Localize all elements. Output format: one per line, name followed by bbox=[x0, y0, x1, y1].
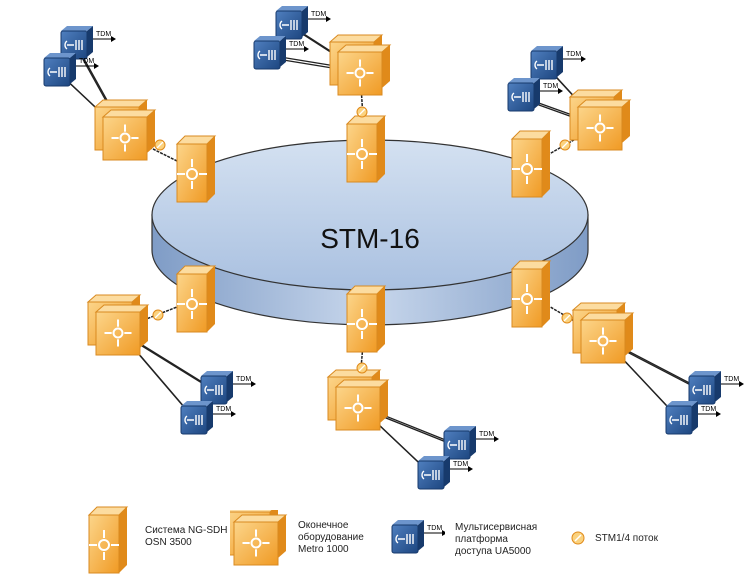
ua5000-bottom-left-2: TDM bbox=[180, 401, 236, 435]
ua5000-bottom-2: TDM bbox=[417, 456, 473, 490]
metro1000-top-left bbox=[93, 99, 157, 161]
tdm-label: TDM bbox=[311, 11, 326, 18]
tdm-label: TDM bbox=[236, 376, 251, 383]
ua5000-top-1: TDM bbox=[275, 6, 331, 40]
stm-stream-icon bbox=[561, 312, 573, 324]
ua5000-bottom-left-1: TDM bbox=[200, 371, 256, 405]
osn3500-bottom-left bbox=[175, 265, 217, 333]
metro1000-bottom-right bbox=[571, 302, 635, 364]
legend-stm-icon bbox=[571, 531, 585, 545]
stm-stream-icon bbox=[154, 139, 166, 151]
legend-metro-label: Оконечное оборудование Metro 1000 bbox=[298, 520, 364, 555]
tdm-label: TDM bbox=[216, 406, 231, 413]
tdm-label: TDM bbox=[79, 58, 94, 65]
stm-stream-icon bbox=[356, 362, 368, 374]
tdm-label: TDM bbox=[453, 461, 468, 468]
ring-label: STM-16 bbox=[320, 223, 420, 254]
legend-ua5000-icon: TDM bbox=[391, 520, 445, 554]
legend-stm-label: STM1/4 поток bbox=[595, 533, 658, 544]
ua5000-top-right-1: TDM bbox=[530, 46, 586, 80]
tdm-label: TDM bbox=[96, 31, 111, 38]
ua5000-top-left-2: TDM bbox=[43, 53, 99, 87]
osn3500-top-left bbox=[175, 135, 217, 203]
legend-metro-icon bbox=[230, 510, 288, 566]
tdm-label: TDM bbox=[289, 41, 304, 48]
ua5000-top-right-2: TDM bbox=[507, 78, 563, 112]
ua5000-bottom-right-2: TDM bbox=[665, 401, 721, 435]
ua5000-bottom-right-1: TDM bbox=[688, 371, 744, 405]
ua5000-top-2: TDM bbox=[253, 36, 309, 70]
tdm-label: TDM bbox=[566, 51, 581, 58]
metro1000-bottom bbox=[326, 369, 390, 431]
tdm-label: TDM bbox=[479, 431, 494, 438]
legend-osn-icon bbox=[87, 506, 129, 574]
legend-ua5000-label: Мультисервисная платформа доступа UA5000 bbox=[455, 522, 538, 557]
osn3500-bottom bbox=[345, 285, 387, 353]
stm-stream-icon bbox=[559, 139, 571, 151]
osn3500-top bbox=[345, 115, 387, 183]
osn3500-bottom-right bbox=[510, 260, 552, 328]
osn-legend-symbol bbox=[87, 506, 129, 574]
metro1000-bottom-left bbox=[86, 294, 150, 356]
tdm-label: TDM bbox=[543, 83, 558, 90]
metro1000-top-right bbox=[568, 89, 632, 151]
ua5000-bottom-1: TDM bbox=[443, 426, 499, 460]
osn3500-top-right bbox=[510, 130, 552, 198]
ua-legend-symbol: TDM bbox=[391, 520, 445, 554]
stm-stream-icon bbox=[356, 106, 368, 118]
stm-stream-icon bbox=[152, 309, 164, 321]
metro-legend-symbol bbox=[230, 510, 288, 566]
metro1000-top bbox=[328, 34, 392, 96]
tdm-label: TDM bbox=[427, 525, 442, 532]
legend-osn-label: Система NG-SDH OSN 3500 bbox=[145, 525, 228, 548]
tdm-label: TDM bbox=[724, 376, 739, 383]
tdm-label: TDM bbox=[701, 406, 716, 413]
